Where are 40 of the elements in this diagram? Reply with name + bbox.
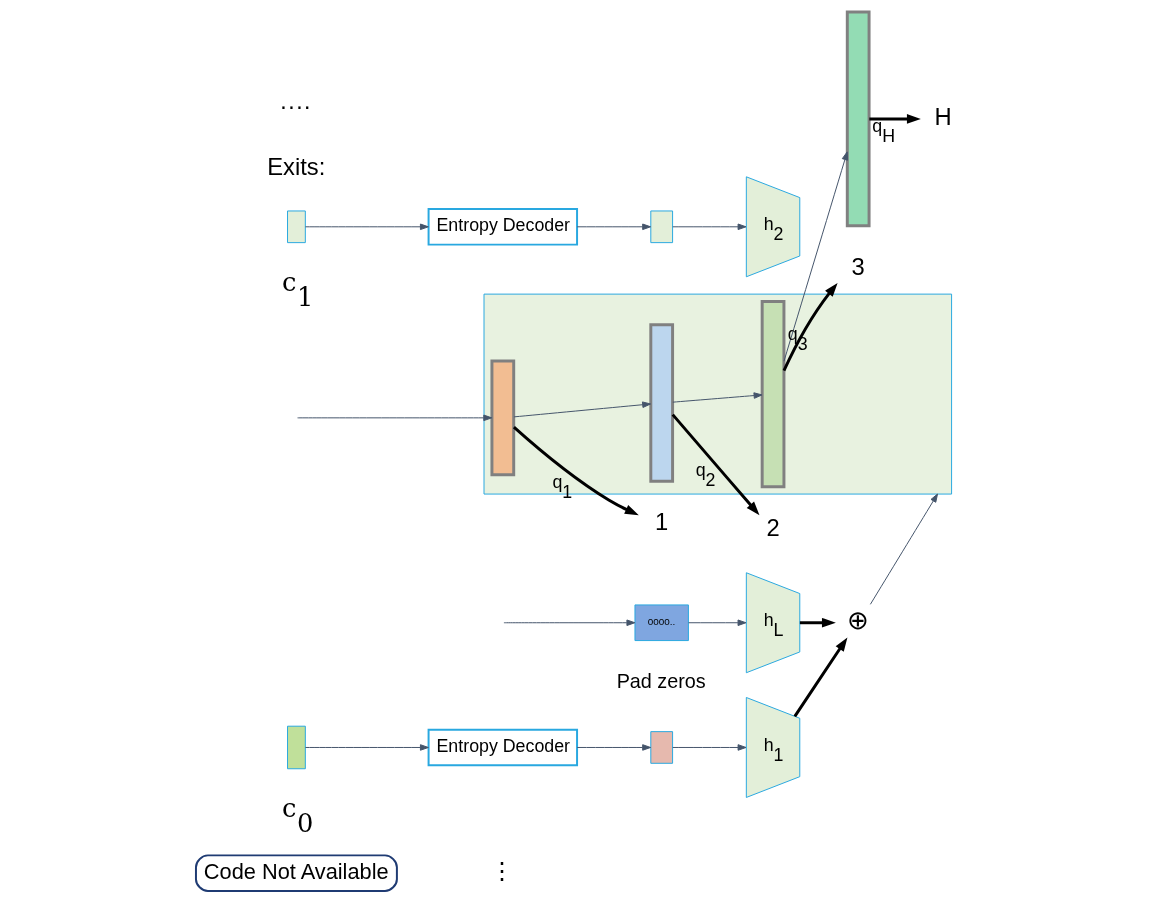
node-box: [286, 725, 306, 770]
arrow: [799, 617, 836, 628]
arrow: [304, 223, 429, 231]
arrow: [671, 392, 762, 403]
node-label: Pad zeros: [616, 670, 706, 693]
node-box: [649, 210, 673, 244]
node-box: Entropy Decoder: [427, 728, 578, 767]
node-text: 1: [654, 507, 668, 535]
node-text: H: [933, 103, 952, 131]
arrow: [576, 744, 651, 751]
node-text: 3: [851, 252, 865, 280]
arrow: [868, 114, 921, 124]
label: ⋮: [489, 857, 514, 885]
arrow: [512, 426, 639, 516]
label: ····: [279, 92, 311, 120]
arrow: [513, 401, 651, 418]
node-bar: [845, 10, 871, 228]
arrow: [304, 744, 429, 751]
arrow: [687, 619, 746, 626]
node-bar: [648, 323, 674, 483]
node-box: Code Not Available: [194, 854, 398, 892]
arrow: [783, 151, 848, 362]
node-box: 0000..: [633, 604, 689, 642]
label: Exits:: [266, 152, 325, 180]
arrow: [782, 282, 838, 372]
arrow: [671, 223, 746, 231]
node-box: [649, 731, 673, 764]
node-box: Entropy Decoder: [427, 208, 578, 246]
arrow: [576, 223, 651, 231]
node-bar: [489, 359, 515, 477]
arrow: [671, 413, 759, 516]
arrow: [671, 744, 746, 751]
arrow: [502, 619, 635, 626]
node-text: ⊕: [846, 605, 869, 634]
node-text: 2: [765, 513, 780, 541]
node-box: [286, 210, 306, 244]
node-bar: [760, 300, 785, 489]
arrow: [793, 637, 847, 718]
arrow: [869, 493, 938, 605]
arrow: [296, 414, 492, 422]
